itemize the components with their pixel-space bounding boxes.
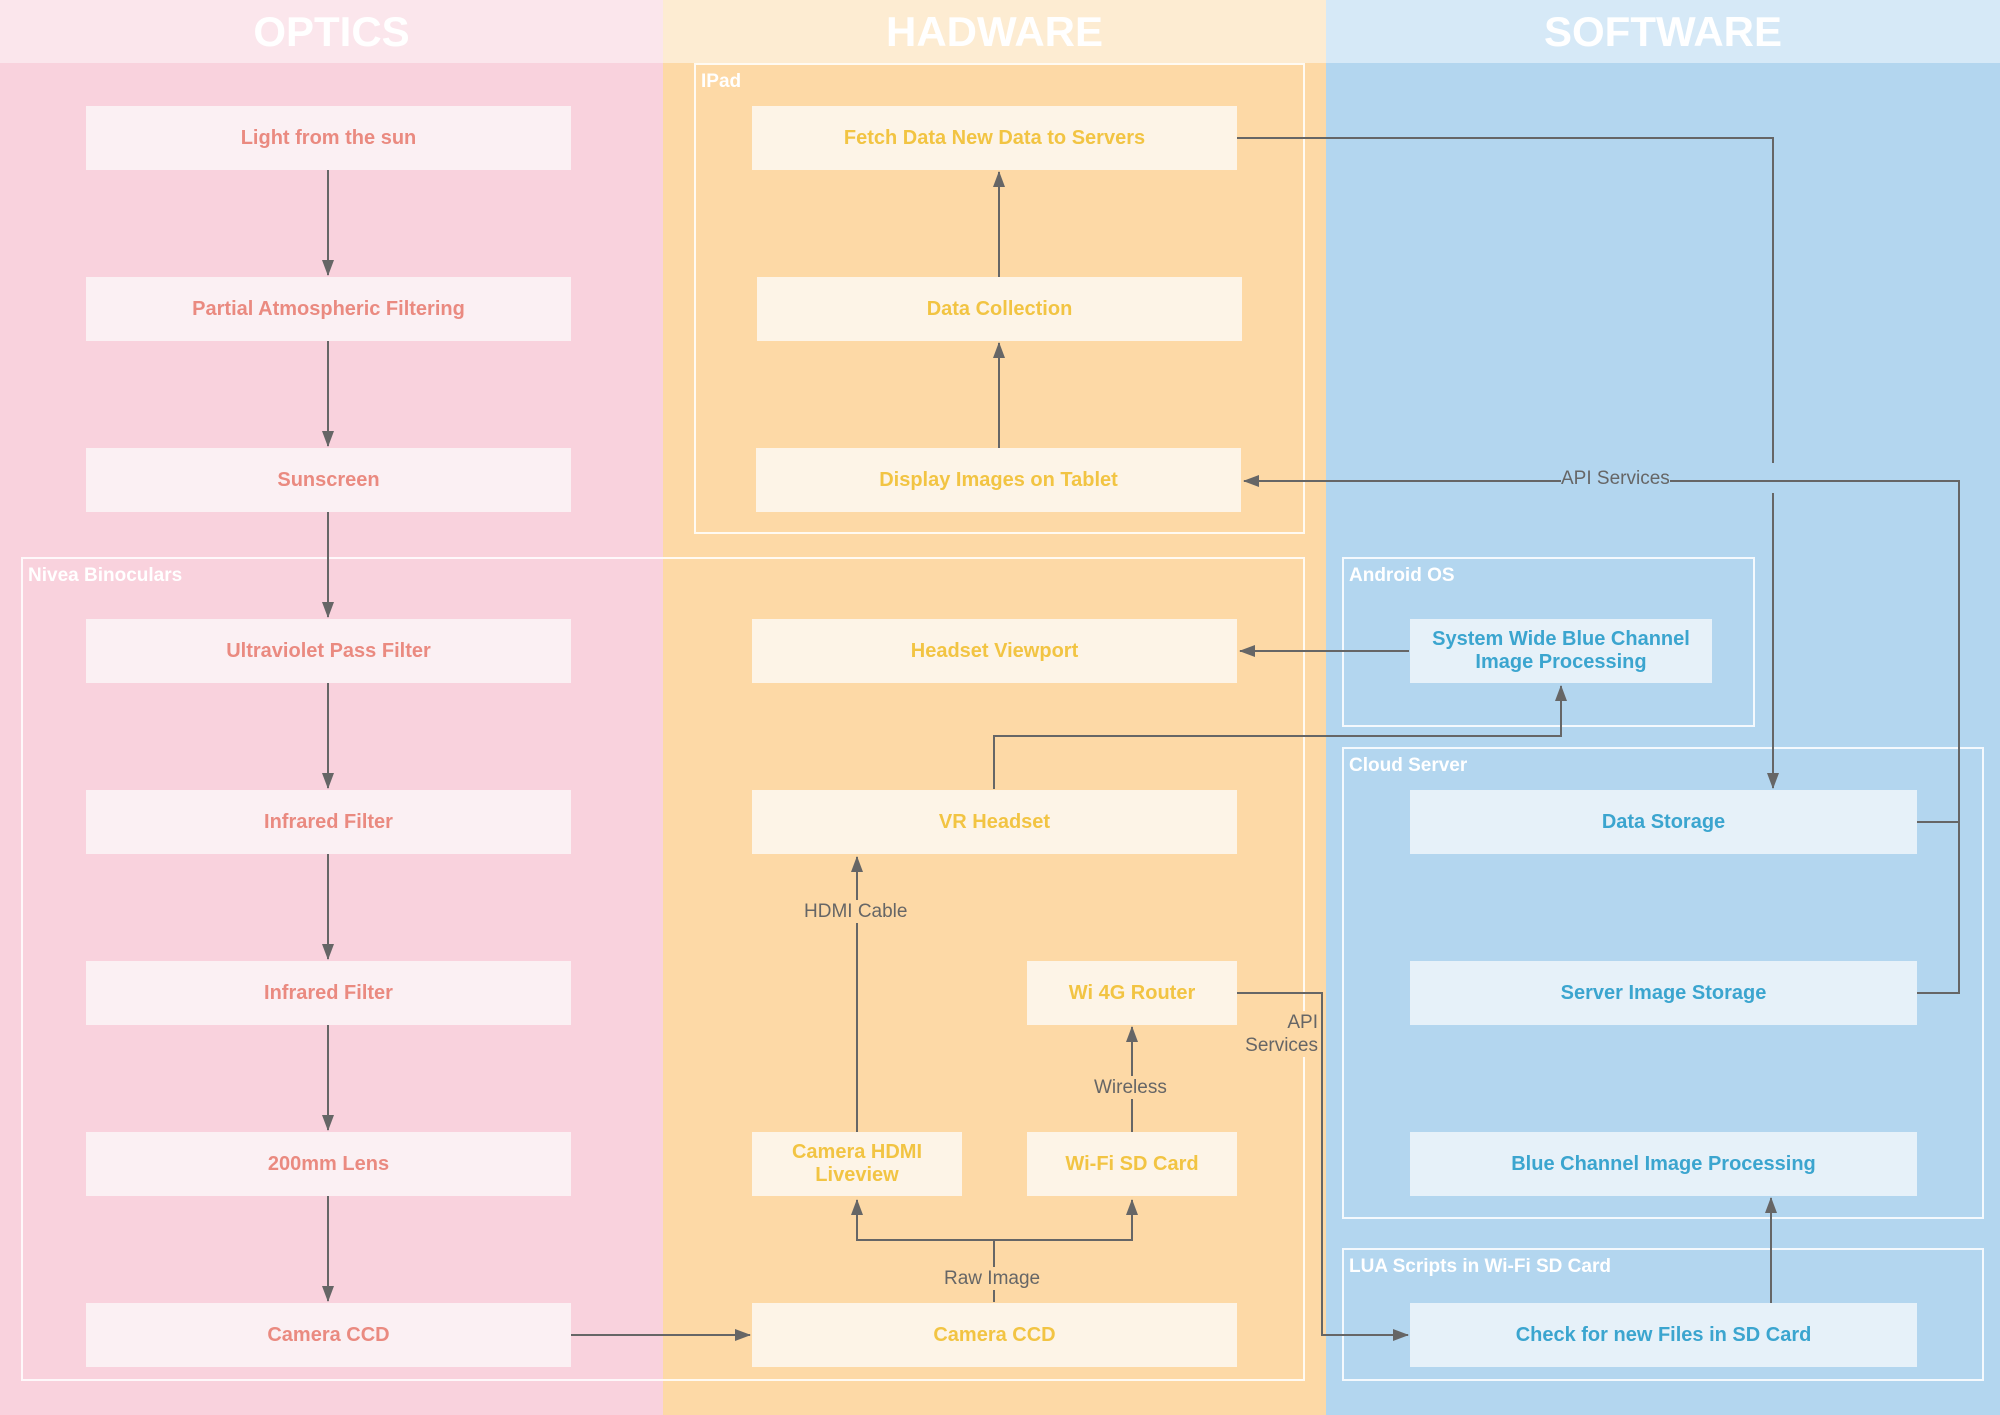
node-camera-ccd-optics[interactable]: Camera CCD: [86, 1303, 571, 1367]
edge-fetch-to-storage: [1237, 137, 1773, 788]
lane-hardware-title: HADWARE: [886, 7, 1103, 55]
edge-label-raw-image: Raw Image: [944, 1267, 1041, 1290]
node-infrared-filter-2[interactable]: Infrared Filter: [86, 961, 571, 1025]
edge-vr-to-bluesystem: [993, 685, 1567, 789]
node-data-storage[interactable]: Data Storage: [1410, 790, 1917, 854]
node-wi-4g-router[interactable]: Wi 4G Router: [1027, 961, 1237, 1025]
lane-software-header: SOFTWARE: [1326, 0, 2000, 63]
node-data-collection[interactable]: Data Collection: [757, 277, 1242, 341]
node-check-new-files-sd-card[interactable]: Check for new Files in SD Card: [1410, 1303, 1917, 1367]
node-200mm-lens[interactable]: 200mm Lens: [86, 1132, 571, 1196]
group-android-label: Android OS: [1349, 565, 1455, 586]
group-nivea-binoculars: Nivea Binoculars: [21, 557, 1305, 1381]
node-camera-ccd-hardware[interactable]: Camera CCD: [752, 1303, 1237, 1367]
edge-router-to-check: [1237, 992, 1409, 1341]
node-partial-atmospheric-filtering[interactable]: Partial Atmospheric Filtering: [86, 277, 571, 341]
edge-label-hdmi-cable: HDMI Cable: [804, 900, 908, 923]
group-nivea-label: Nivea Binoculars: [28, 565, 183, 586]
edge-label-api-services-top: API Services: [1561, 467, 1670, 490]
group-cloud-label: Cloud Server: [1349, 755, 1468, 776]
edge-raw-to-wifisd: [994, 1199, 1138, 1241]
group-ipad: IPad: [694, 63, 1305, 534]
node-ultraviolet-pass-filter[interactable]: Ultraviolet Pass Filter: [86, 619, 571, 683]
group-android-os: Android OS: [1342, 557, 1755, 727]
node-sunscreen[interactable]: Sunscreen: [86, 448, 571, 512]
node-blue-channel-image-processing[interactable]: Blue Channel Image Processing: [1410, 1132, 1917, 1196]
group-lua-scripts: LUA Scripts in Wi-Fi SD Card: [1342, 1248, 1984, 1381]
node-fetch-data[interactable]: Fetch Data New Data to Servers: [752, 106, 1237, 170]
lane-optics-header: OPTICS: [0, 0, 663, 63]
node-infrared-filter-1[interactable]: Infrared Filter: [86, 790, 571, 854]
node-camera-hdmi-liveview[interactable]: Camera HDMI Liveview: [752, 1132, 962, 1196]
node-vr-headset[interactable]: VR Headset: [752, 790, 1237, 854]
lane-software-title: SOFTWARE: [1544, 7, 1782, 55]
node-light-from-sun[interactable]: Light from the sun: [86, 106, 571, 170]
group-lua-label: LUA Scripts in Wi-Fi SD Card: [1349, 1256, 1611, 1277]
edge-label-wireless: Wireless: [1094, 1076, 1167, 1099]
edge-server-storage-to-api: [1917, 822, 1960, 994]
node-display-images-on-tablet[interactable]: Display Images on Tablet: [756, 448, 1241, 512]
node-headset-viewport[interactable]: Headset Viewport: [752, 619, 1237, 683]
group-ipad-label: IPad: [701, 71, 742, 92]
node-wifi-sd-card[interactable]: Wi-Fi SD Card: [1027, 1132, 1237, 1196]
edge-label-api-services-router: API Services: [1240, 1011, 1318, 1057]
node-server-image-storage[interactable]: Server Image Storage: [1410, 961, 1917, 1025]
lane-optics-title: OPTICS: [253, 7, 410, 55]
group-cloud-server: Cloud Server: [1342, 747, 1984, 1219]
node-system-wide-blue-channel[interactable]: System Wide Blue Channel Image Processin…: [1410, 619, 1712, 683]
lane-hardware-header: HADWARE: [663, 0, 1326, 63]
